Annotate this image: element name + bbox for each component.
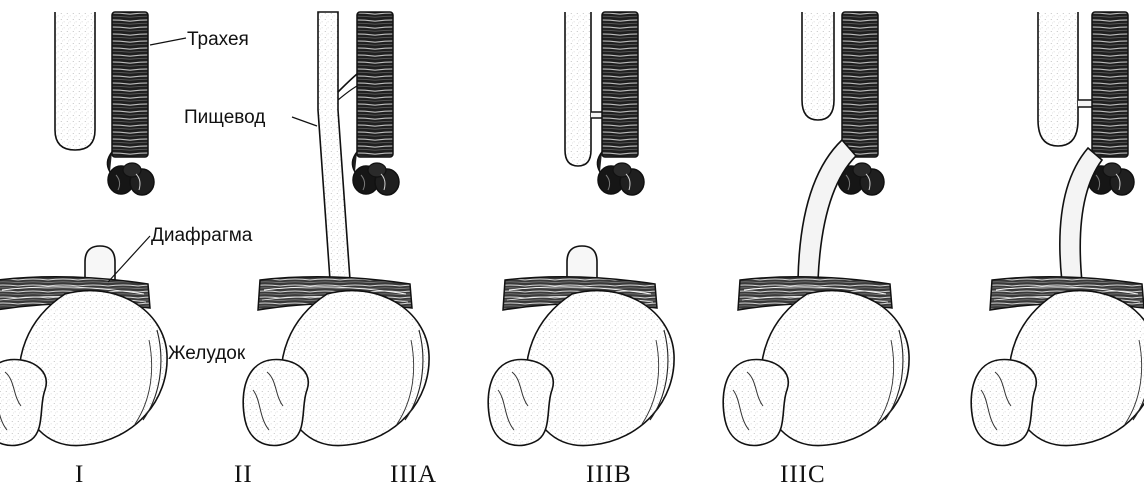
type-ii-drawing bbox=[243, 12, 429, 446]
label-esophagus: Пищевод bbox=[184, 108, 265, 127]
type-label-iiib: IIIB bbox=[586, 462, 632, 487]
type-label-iiia: IIIA bbox=[390, 462, 437, 487]
label-trachea: Трахея bbox=[187, 30, 249, 49]
stomach-shape bbox=[723, 291, 909, 446]
trachea-shape bbox=[107, 12, 154, 195]
label-stomach: Желудок bbox=[168, 344, 245, 363]
label-diaphragm: Диафрагма bbox=[151, 226, 252, 245]
type-label-iiic: IIIC bbox=[780, 462, 826, 487]
trachea-shape bbox=[597, 12, 644, 195]
type-iiic-drawing bbox=[971, 12, 1144, 446]
type-label-i: I bbox=[75, 462, 84, 487]
stomach-shape bbox=[0, 291, 167, 446]
stomach-shape bbox=[243, 291, 429, 446]
trachea-shape bbox=[352, 12, 399, 195]
type-iiib-drawing bbox=[723, 12, 909, 446]
type-iiia-drawing bbox=[488, 12, 674, 446]
type-label-ii: II bbox=[234, 462, 253, 487]
stomach-shape bbox=[971, 291, 1144, 446]
stomach-shape bbox=[488, 291, 674, 446]
